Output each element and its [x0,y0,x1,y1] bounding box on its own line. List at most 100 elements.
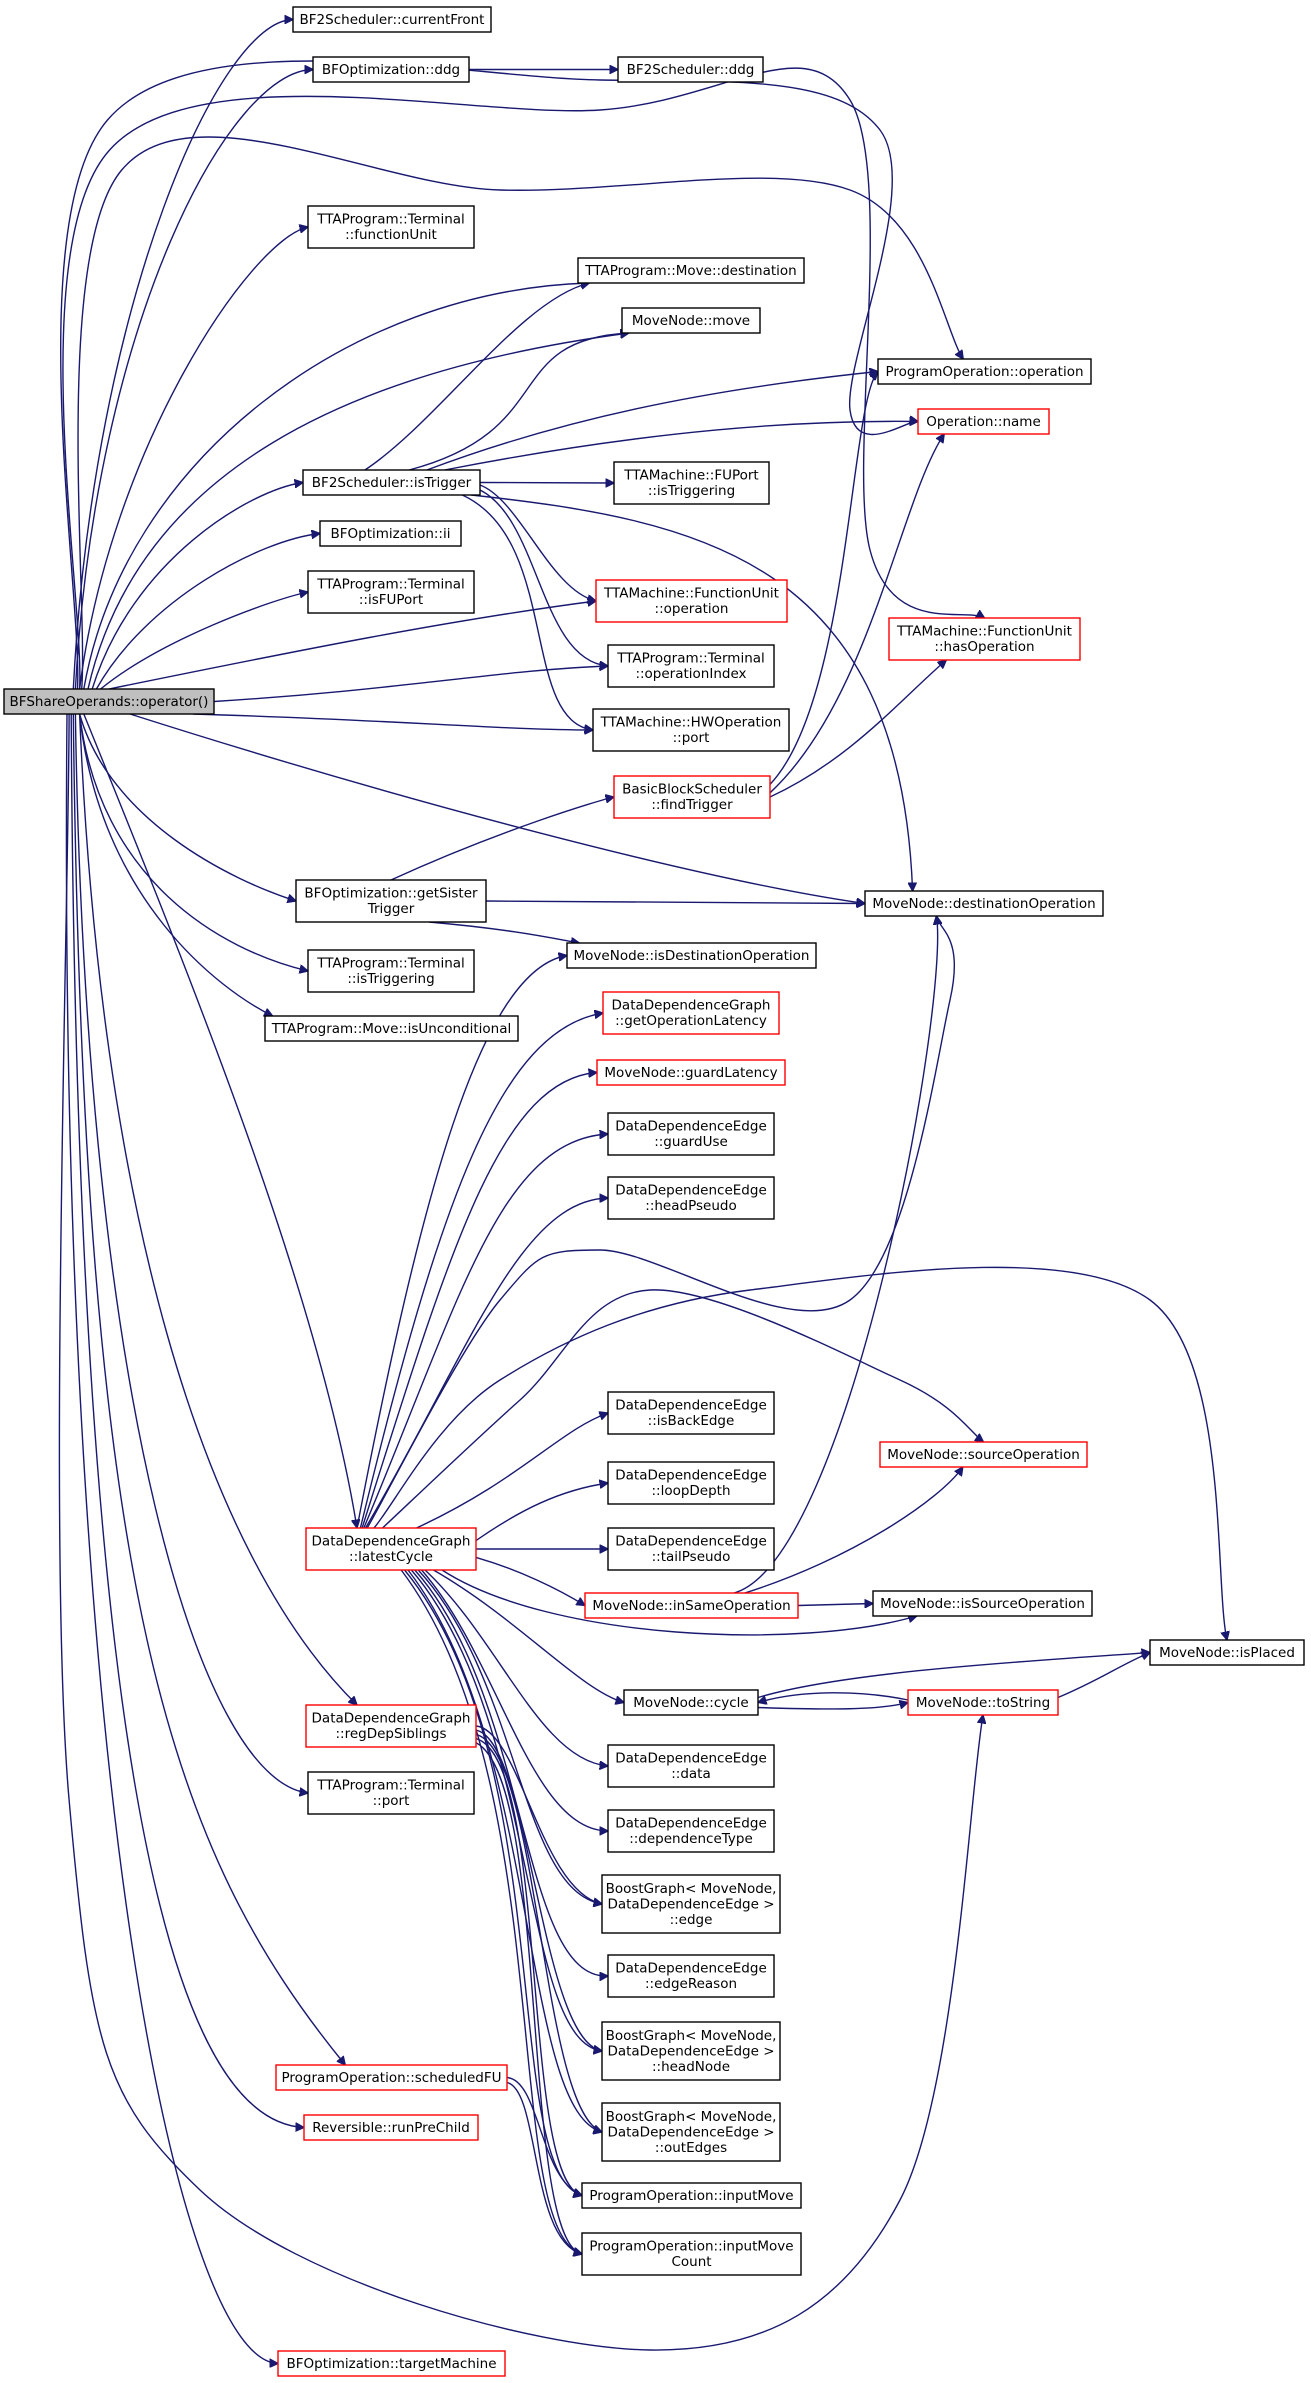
node-box-fuOperation[interactable] [595,579,788,623]
node-bgEdge[interactable]: BoostGraph< MoveNode,DataDependenceEdge … [601,1874,781,1934]
node-box-termIsTriggering[interactable] [307,949,475,993]
node-moveIsUnconditional[interactable]: TTAProgram::Move::isUnconditional [264,1015,519,1042]
node-isSourceOperation[interactable]: MoveNode::isSourceOperation [872,1590,1093,1617]
node-box-moveDestination[interactable] [577,257,805,284]
node-destinationOperation[interactable]: MoveNode::destinationOperation [864,890,1104,917]
node-latestCycle[interactable]: DataDependenceGraph::latestCycle [305,1527,477,1571]
node-isTrigger[interactable]: BF2Scheduler::isTrigger [302,469,481,496]
node-box-isDestinationOperation[interactable] [566,942,817,969]
node-box-findTrigger[interactable] [613,775,771,819]
node-headPseudo[interactable]: DataDependenceEdge::headPseudo [607,1176,775,1220]
node-moveNodeMove[interactable]: MoveNode::move [621,307,761,334]
node-box-runPreChild[interactable] [303,2114,479,2141]
node-box-loopDepth[interactable] [607,1461,775,1505]
node-box-isTrigger[interactable] [302,469,481,496]
node-isDestinationOperation[interactable]: MoveNode::isDestinationOperation [566,942,817,969]
node-box-inputMoveCount[interactable] [581,2232,802,2276]
node-box-bgOutEdges[interactable] [601,2102,781,2162]
node-guardUse[interactable]: DataDependenceEdge::guardUse [607,1112,775,1156]
node-box-destinationOperation[interactable] [864,890,1104,917]
node-termOperationIndex[interactable]: TTAProgram::Terminal::operationIndex [607,644,775,688]
node-bgHeadNode[interactable]: BoostGraph< MoveNode,DataDependenceEdge … [601,2021,781,2081]
node-box-termPort[interactable] [307,1771,475,1815]
node-hwOpPort[interactable]: TTAMachine::HWOperation::port [592,708,790,752]
node-box-toString[interactable] [907,1689,1059,1716]
node-box-guardUse[interactable] [607,1112,775,1156]
node-bgOutEdges[interactable]: BoostGraph< MoveNode,DataDependenceEdge … [601,2102,781,2162]
node-box-isBackEdge[interactable] [607,1391,775,1435]
node-box-regDepSiblings[interactable] [305,1704,477,1748]
node-box-fuHasOperation[interactable] [888,617,1081,661]
node-operationName[interactable]: Operation::name [917,408,1050,435]
node-guardLatency[interactable]: MoveNode::guardLatency [596,1059,786,1086]
node-box-moveNodeMove[interactable] [621,307,761,334]
node-termIsFUPort[interactable]: TTAProgram::Terminal::isFUPort [307,570,475,614]
node-box-fuPortIsTriggering[interactable] [613,461,770,505]
node-box-targetMachine[interactable] [277,2350,506,2377]
node-box-headPseudo[interactable] [607,1176,775,1220]
node-box-bfoIi[interactable] [319,520,462,547]
node-progOpOperation[interactable]: ProgramOperation::operation [877,358,1092,385]
node-termIsTriggering[interactable]: TTAProgram::Terminal::isTriggering [307,949,475,993]
node-box-tailPseudo[interactable] [607,1527,775,1571]
node-box-cycle[interactable] [623,1689,759,1716]
node-bf2Ddg[interactable]: BF2Scheduler::ddg [617,56,764,83]
node-box-latestCycle[interactable] [305,1527,477,1571]
node-box-bf2Ddg[interactable] [617,56,764,83]
node-box-hwOpPort[interactable] [592,708,790,752]
node-box-bfoDdg[interactable] [312,56,470,83]
node-box-data[interactable] [607,1744,775,1788]
node-box-guardLatency[interactable] [596,1059,786,1086]
node-box-operationName[interactable] [917,408,1050,435]
node-termFunctionUnit[interactable]: TTAProgram::Terminal::functionUnit [307,205,475,249]
node-dependenceType[interactable]: DataDependenceEdge::dependenceType [607,1809,775,1853]
node-sourceOperation[interactable]: MoveNode::sourceOperation [879,1441,1088,1468]
node-root[interactable]: BFShareOperands::operator() [3,688,215,715]
node-box-bgEdge[interactable] [601,1874,781,1934]
node-getOperationLatency[interactable]: DataDependenceGraph::getOperationLatency [602,991,780,1035]
node-fuHasOperation[interactable]: TTAMachine::FunctionUnit::hasOperation [888,617,1081,661]
node-toString[interactable]: MoveNode::toString [907,1689,1059,1716]
node-currentFront[interactable]: BF2Scheduler::currentFront [292,6,492,33]
node-termPort[interactable]: TTAProgram::Terminal::port [307,1771,475,1815]
node-box-progOpOperation[interactable] [877,358,1092,385]
node-moveDestination[interactable]: TTAProgram::Move::destination [577,257,805,284]
node-isPlaced[interactable]: MoveNode::isPlaced [1149,1639,1305,1666]
node-box-sourceOperation[interactable] [879,1441,1088,1468]
node-bfoDdg[interactable]: BFOptimization::ddg [312,56,470,83]
node-box-termIsFUPort[interactable] [307,570,475,614]
node-box-root[interactable] [3,688,215,715]
node-bfoIi[interactable]: BFOptimization::ii [319,520,462,547]
node-scheduledFU[interactable]: ProgramOperation::scheduledFU [275,2064,508,2091]
node-box-termFunctionUnit[interactable] [307,205,475,249]
node-box-termOperationIndex[interactable] [607,644,775,688]
node-inSameOperation[interactable]: MoveNode::inSameOperation [584,1592,799,1619]
node-box-currentFront[interactable] [292,6,492,33]
node-box-bgHeadNode[interactable] [601,2021,781,2081]
node-box-isPlaced[interactable] [1149,1639,1305,1666]
node-box-getOperationLatency[interactable] [602,991,780,1035]
node-box-edgeReason[interactable] [607,1954,775,1998]
node-fuPortIsTriggering[interactable]: TTAMachine::FUPort::isTriggering [613,461,770,505]
node-box-inputMove[interactable] [581,2182,802,2209]
node-regDepSiblings[interactable]: DataDependenceGraph::regDepSiblings [305,1704,477,1748]
node-box-isSourceOperation[interactable] [872,1590,1093,1617]
node-cycle[interactable]: MoveNode::cycle [623,1689,759,1716]
node-box-getSisterTrigger[interactable] [295,879,487,923]
node-loopDepth[interactable]: DataDependenceEdge::loopDepth [607,1461,775,1505]
node-fuOperation[interactable]: TTAMachine::FunctionUnit::operation [595,579,788,623]
node-tailPseudo[interactable]: DataDependenceEdge::tailPseudo [607,1527,775,1571]
node-targetMachine[interactable]: BFOptimization::targetMachine [277,2350,506,2377]
node-runPreChild[interactable]: Reversible::runPreChild [303,2114,479,2141]
node-box-scheduledFU[interactable] [275,2064,508,2091]
node-edgeReason[interactable]: DataDependenceEdge::edgeReason [607,1954,775,1998]
node-inputMove[interactable]: ProgramOperation::inputMove [581,2182,802,2209]
node-box-inSameOperation[interactable] [584,1592,799,1619]
node-isBackEdge[interactable]: DataDependenceEdge::isBackEdge [607,1391,775,1435]
node-box-dependenceType[interactable] [607,1809,775,1853]
node-findTrigger[interactable]: BasicBlockScheduler::findTrigger [613,775,771,819]
node-data[interactable]: DataDependenceEdge::data [607,1744,775,1788]
node-box-moveIsUnconditional[interactable] [264,1015,519,1042]
